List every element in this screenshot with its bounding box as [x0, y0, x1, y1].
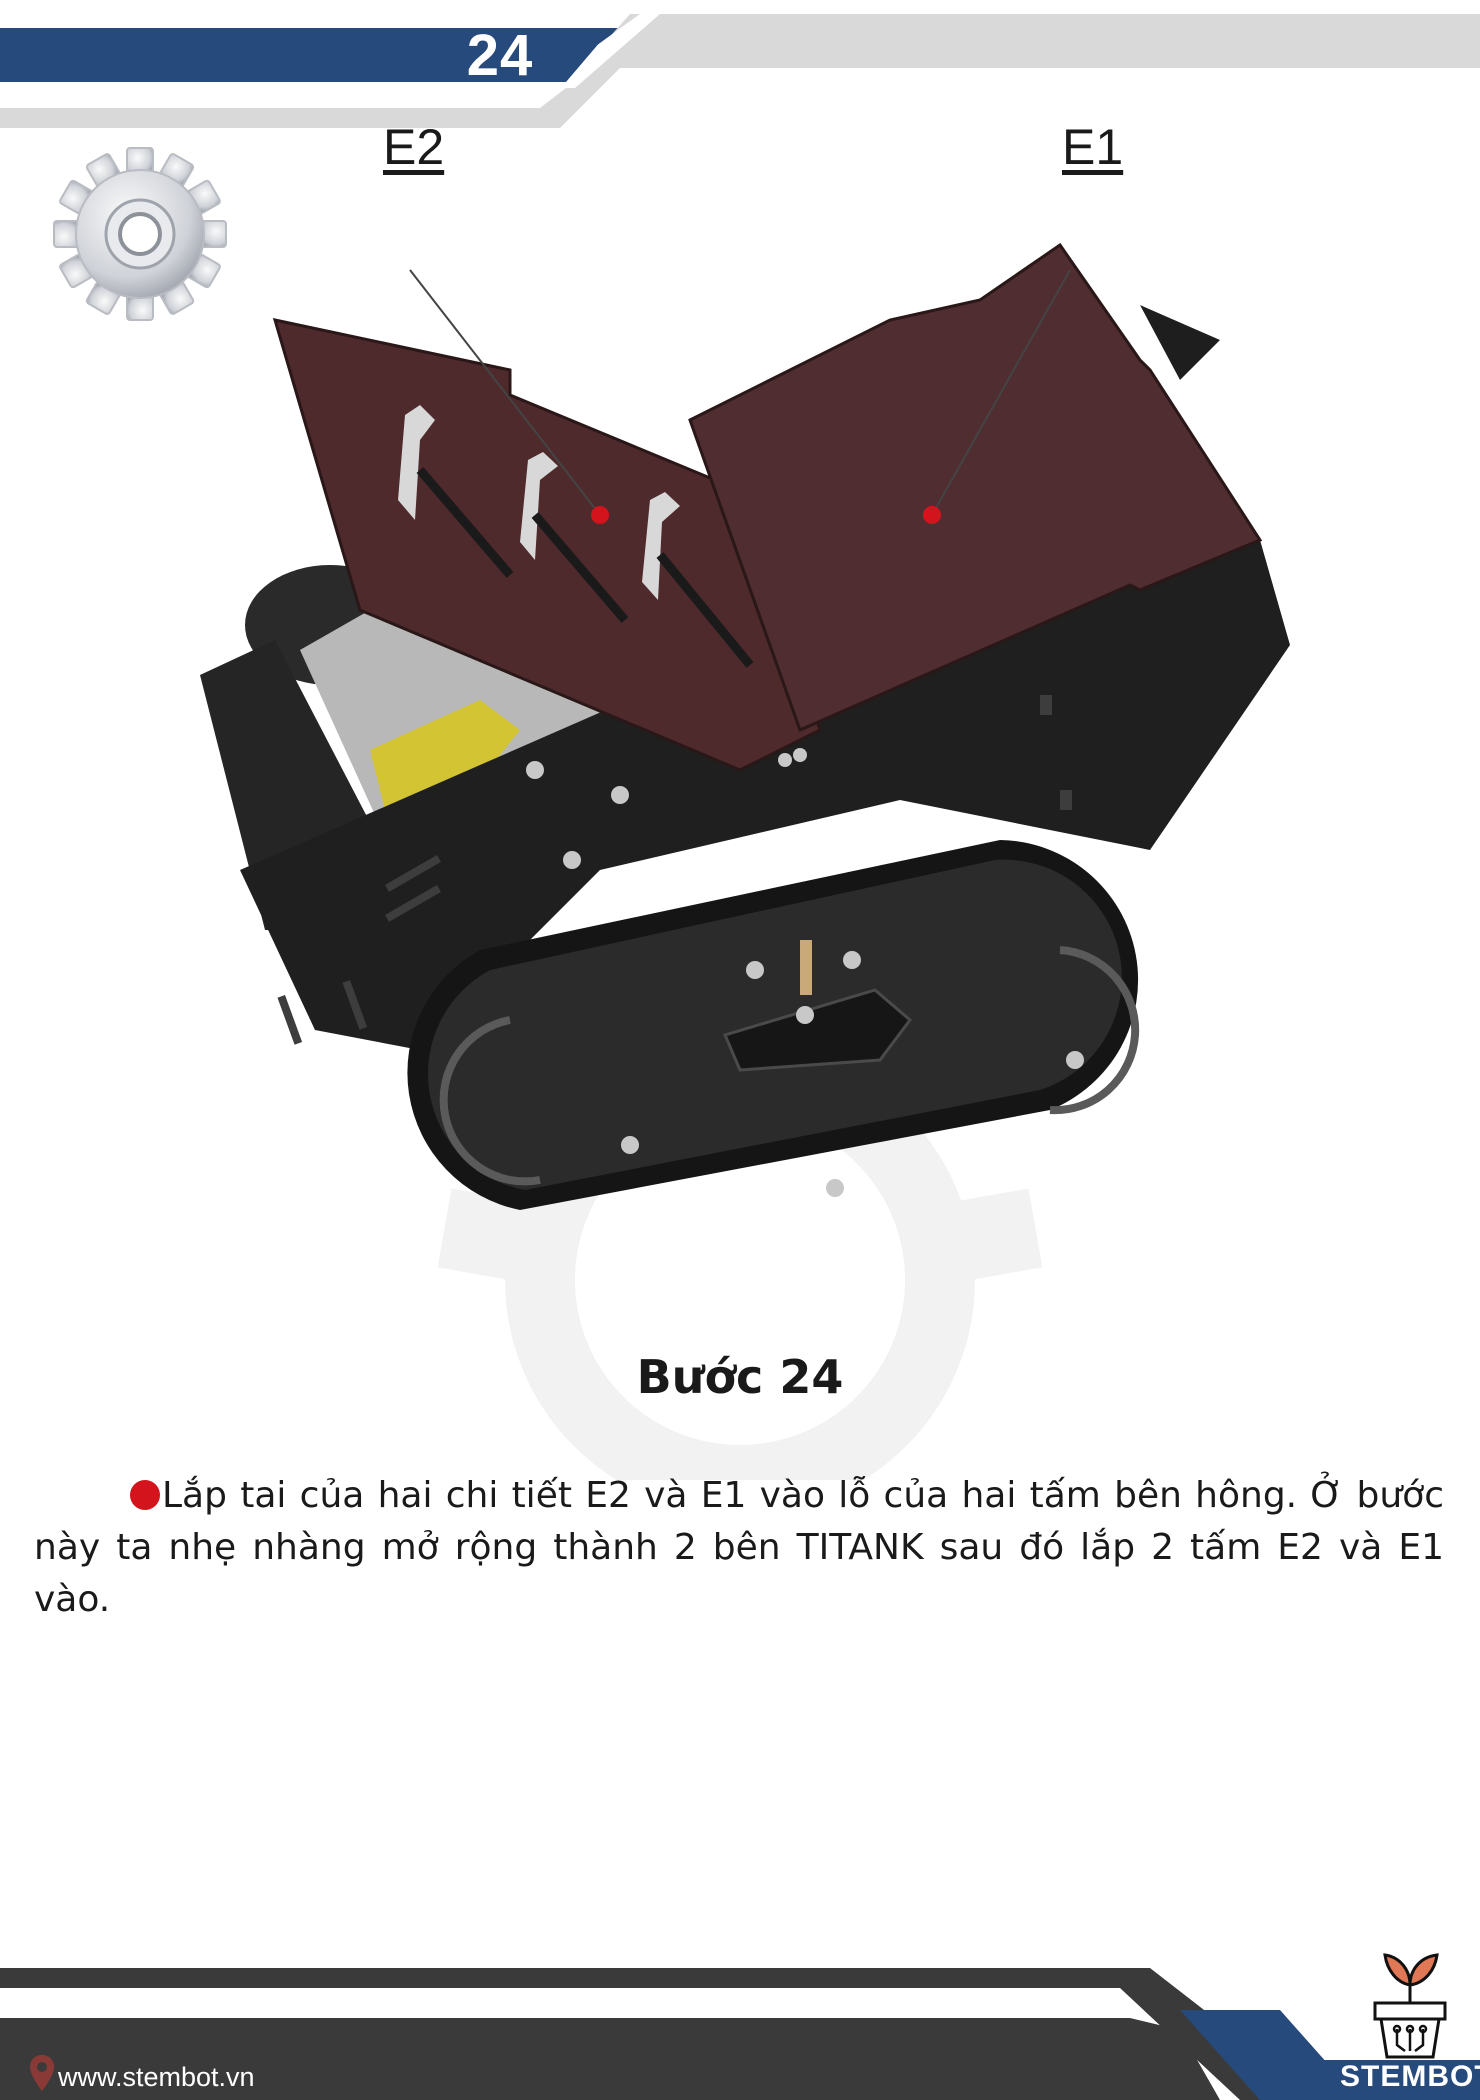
footer-brand-name: STEMBOT — [1340, 2060, 1480, 2093]
back-panel — [1140, 305, 1220, 380]
step-title: Bước 24 — [636, 1350, 844, 1404]
track-assembly — [407, 840, 1140, 1210]
axle-shaft — [800, 940, 812, 995]
instruction-text: Lắp tai của hai chi tiết E2 và E1 vào lỗ… — [34, 1475, 1444, 1620]
plate-e1 — [688, 242, 1263, 733]
callout-label-e2: E2 — [383, 119, 445, 175]
plate-e2-slots — [416, 467, 754, 668]
footer-website: www.stembot.vn — [58, 2062, 255, 2092]
callout-lines — [409, 269, 1071, 516]
callout-dot-e2 — [591, 506, 609, 524]
bullet-dot-icon — [130, 1480, 160, 1510]
location-pin-icon — [30, 2055, 54, 2091]
callout-label-e1: E1 — [1062, 119, 1124, 175]
gear-icon — [53, 147, 227, 321]
side-body — [240, 540, 1290, 1050]
page-number: 24 — [466, 23, 534, 88]
header-banner — [0, 14, 1480, 128]
robot-assembly-illustration — [200, 242, 1290, 1210]
stembot-logo-icon — [1373, 1953, 1447, 2059]
callout-dot-e1 — [923, 506, 941, 524]
footer-bars — [0, 1968, 1480, 2100]
plate-e2-tabs — [398, 405, 680, 600]
screws — [526, 748, 1084, 1197]
instruction-paragraph: Lắp tai của hai chi tiết E2 và E1 vào lỗ… — [34, 1470, 1444, 1626]
